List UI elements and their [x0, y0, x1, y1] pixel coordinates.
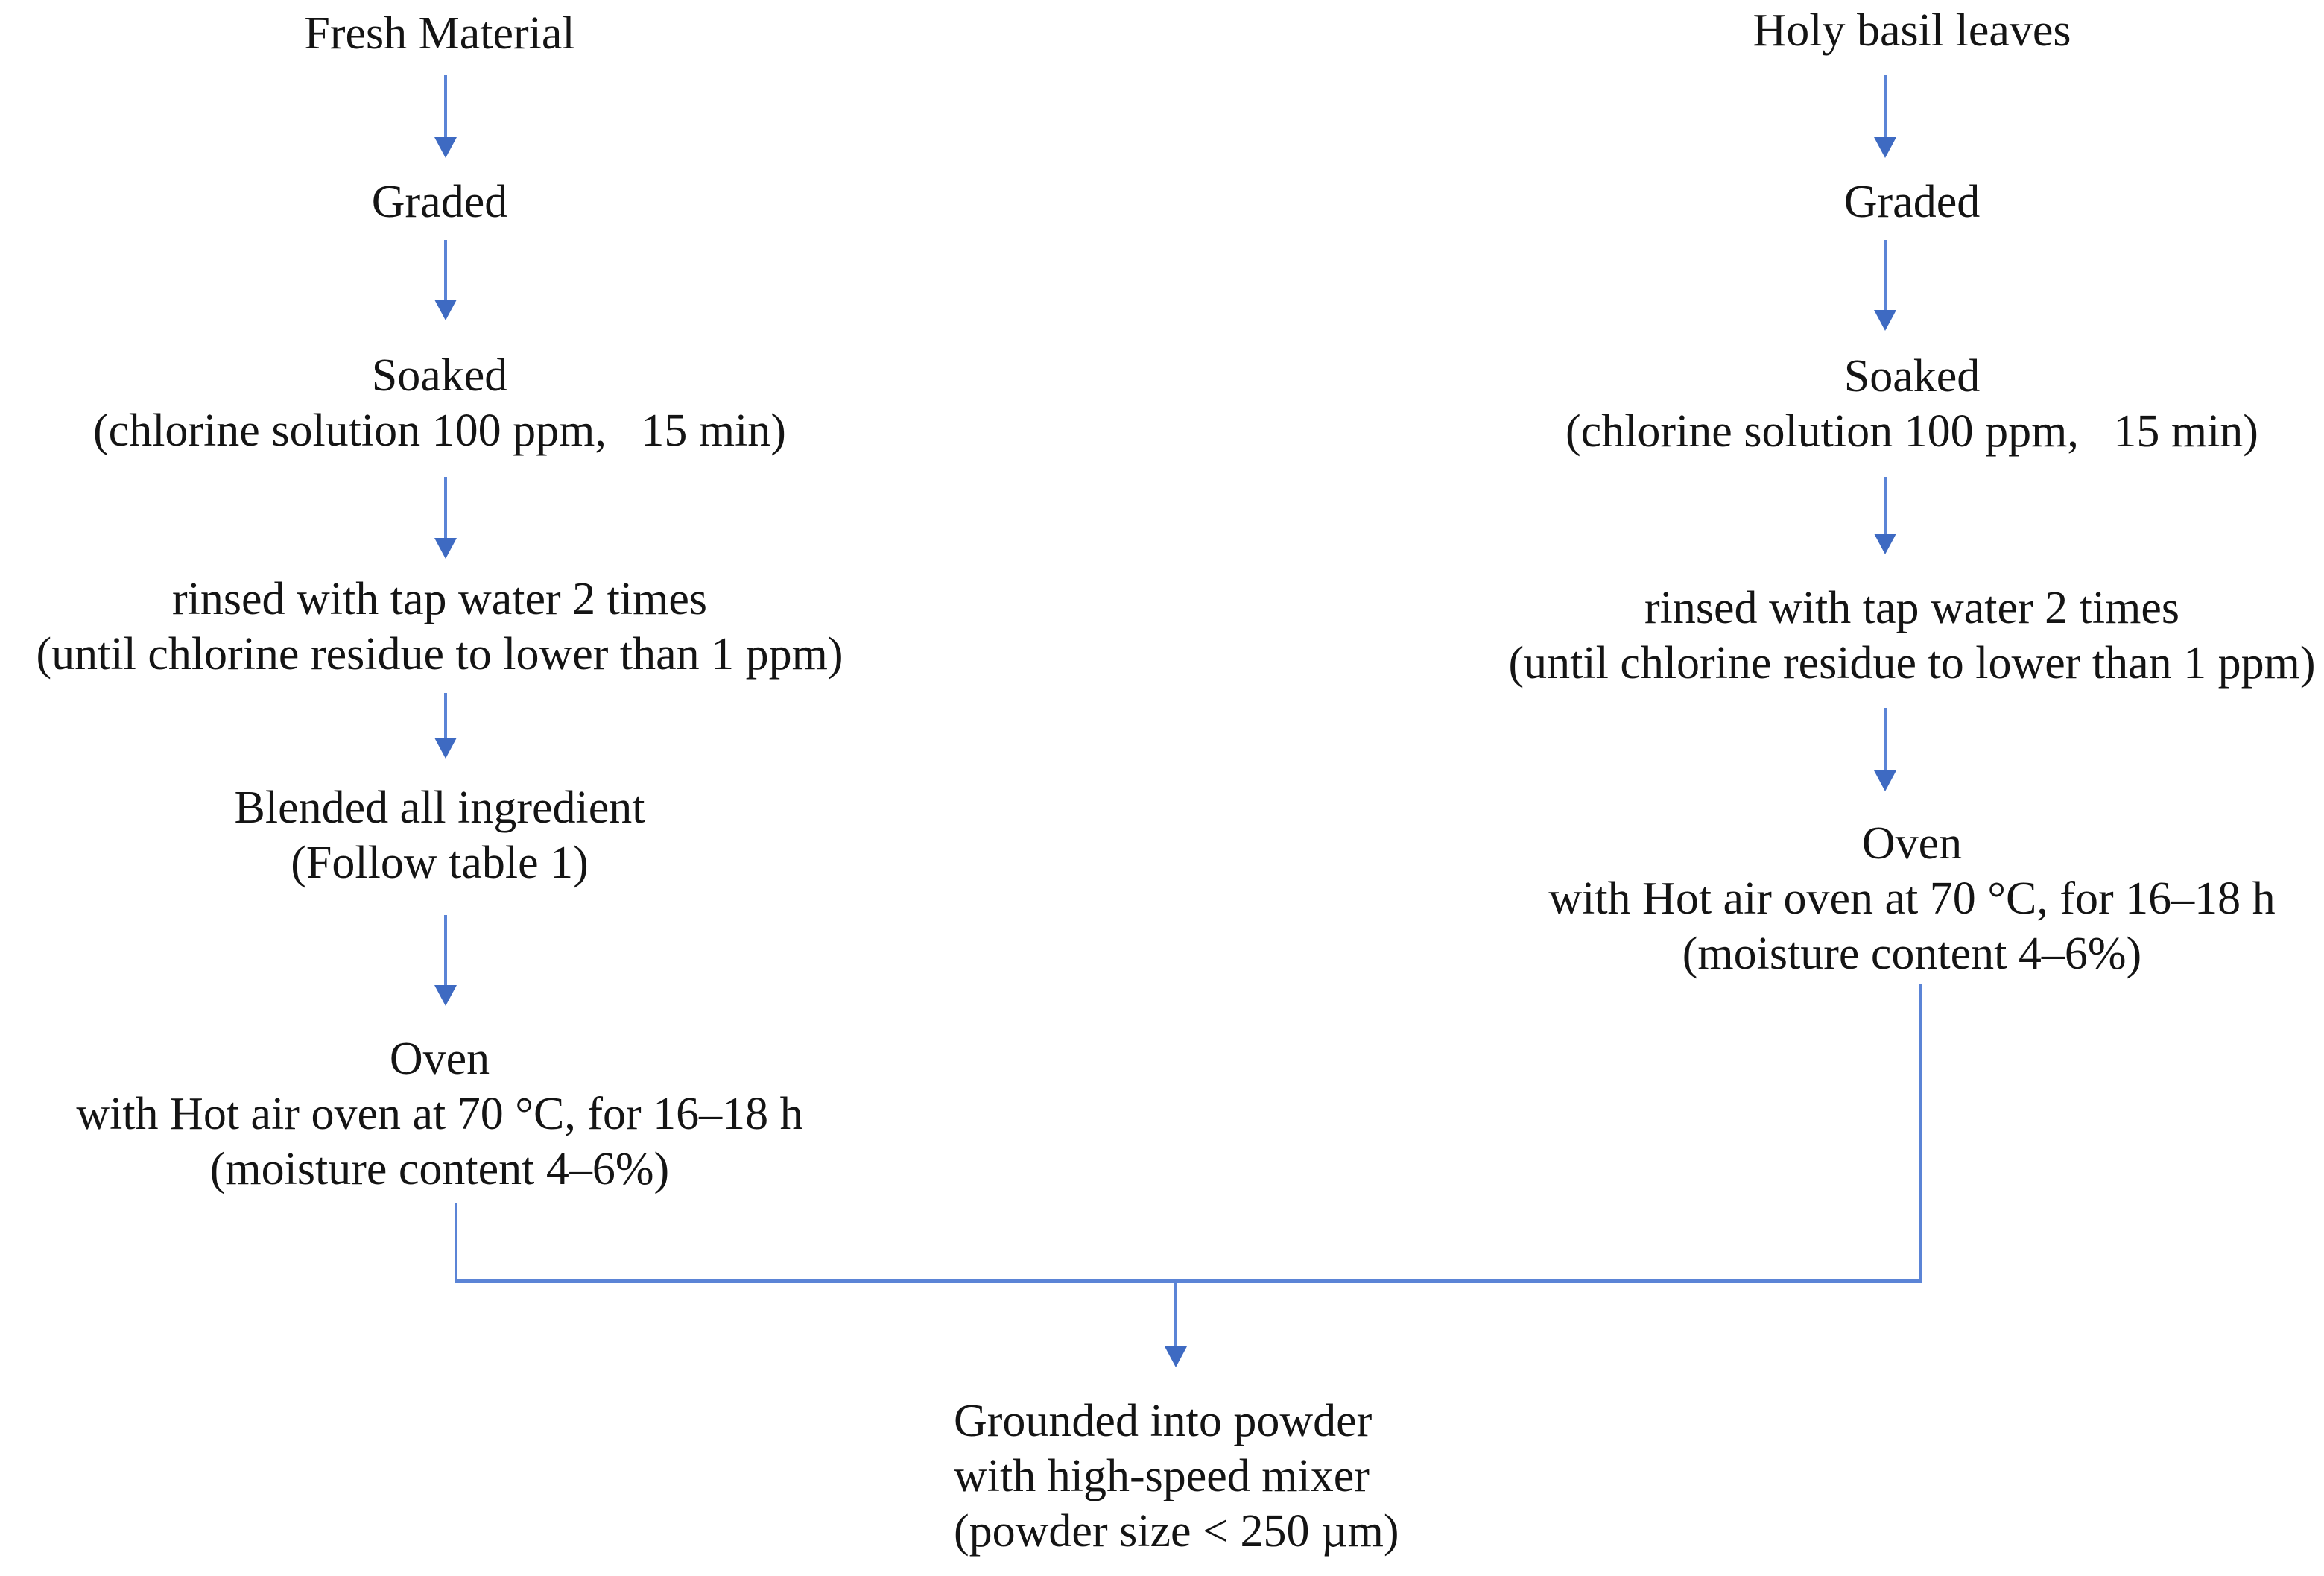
step-label: Holy basil leaves [1753, 5, 2071, 56]
step-label: rinsed with tap water 2 times [171, 574, 707, 624]
merge-connector-left [455, 1203, 457, 1280]
merge-down-arrow [1165, 1282, 1187, 1367]
flow-step-rinsed-right: rinsed with tap water 2 times (until chl… [1508, 580, 2315, 691]
flow-step-soaked-left: Soaked (chlorine solution 100 ppm, 15 mi… [93, 348, 786, 458]
step-detail: with Hot air oven at 70 °C, for 16–18 h [76, 1089, 803, 1139]
arrow-stem [444, 693, 447, 738]
step-label: Grounded into powder [954, 1396, 1372, 1446]
step-detail: (powder size < 250 µm) [954, 1506, 1399, 1557]
step-detail: (chlorine solution 100 ppm, 15 min) [1565, 406, 2258, 457]
arrow-head-icon [434, 738, 457, 759]
arrow-head-icon [1874, 137, 1896, 158]
down-arrow [434, 240, 457, 320]
down-arrow [434, 915, 457, 1006]
flow-step-holy-basil-leaves: Holy basil leaves [1753, 3, 2071, 58]
step-detail: with Hot air oven at 70 °C, for 16–18 h [1548, 873, 2276, 924]
step-label: Blended all ingredient [234, 782, 645, 833]
down-arrow [1874, 75, 1896, 158]
arrow-head-icon [434, 300, 457, 320]
flow-step-rinsed-left: rinsed with tap water 2 times (until chl… [36, 572, 843, 682]
step-label: Soaked [371, 350, 508, 401]
flow-step-soaked-right: Soaked (chlorine solution 100 ppm, 15 mi… [1565, 349, 2258, 459]
arrow-head-icon [1165, 1346, 1187, 1367]
arrow-head-icon [434, 538, 457, 559]
arrow-head-icon [1874, 770, 1896, 791]
step-label: Oven [389, 1034, 490, 1084]
step-detail: (chlorine solution 100 ppm, 15 min) [93, 405, 786, 456]
step-detail: (Follow table 1) [291, 838, 589, 888]
arrow-stem [1884, 240, 1887, 310]
arrow-head-icon [434, 137, 457, 158]
arrow-stem [1884, 708, 1887, 770]
flow-step-fresh-material: Fresh Material [304, 6, 574, 61]
flow-step-blended: Blended all ingredient (Follow table 1) [235, 780, 645, 890]
arrow-stem [1884, 477, 1887, 534]
step-label: Graded [371, 177, 508, 227]
arrow-head-icon [1874, 534, 1896, 554]
flow-step-graded-left: Graded [372, 174, 507, 230]
down-arrow [434, 75, 457, 158]
arrow-stem [444, 915, 447, 985]
step-detail: with high-speed mixer [954, 1451, 1370, 1501]
step-label: Graded [1843, 177, 1981, 227]
flow-step-graded-right: Graded [1844, 174, 1980, 230]
flow-step-grounded-powder: Grounded into powder with high-speed mix… [954, 1393, 1399, 1559]
step-detail: (moisture content 4–6%) [209, 1144, 670, 1194]
down-arrow [1874, 708, 1896, 791]
arrow-stem [1884, 75, 1887, 137]
merge-connector-horizontal [455, 1279, 1922, 1283]
down-arrow [434, 477, 457, 559]
step-label: rinsed with tap water 2 times [1644, 583, 2179, 633]
arrow-stem [444, 75, 447, 137]
step-label: Soaked [1843, 351, 1981, 402]
arrow-stem [1174, 1282, 1177, 1346]
merge-connector-right [1919, 984, 1922, 1280]
down-arrow [1874, 240, 1896, 331]
step-detail: (moisture content 4–6%) [1682, 928, 2142, 979]
arrow-head-icon [434, 985, 457, 1006]
arrow-stem [444, 240, 447, 300]
step-detail: (until chlorine residue to lower than 1 … [1508, 638, 2316, 689]
down-arrow [434, 693, 457, 759]
flow-step-oven-left: Oven with Hot air oven at 70 °C, for 16–… [76, 1031, 802, 1197]
arrow-stem [444, 477, 447, 538]
step-label: Oven [1861, 818, 1963, 869]
step-detail: (until chlorine residue to lower than 1 … [36, 629, 843, 680]
arrow-head-icon [1874, 310, 1896, 331]
down-arrow [1874, 477, 1896, 554]
step-label: Fresh Material [304, 8, 575, 59]
flow-step-oven-right: Oven with Hot air oven at 70 °C, for 16–… [1548, 816, 2275, 981]
